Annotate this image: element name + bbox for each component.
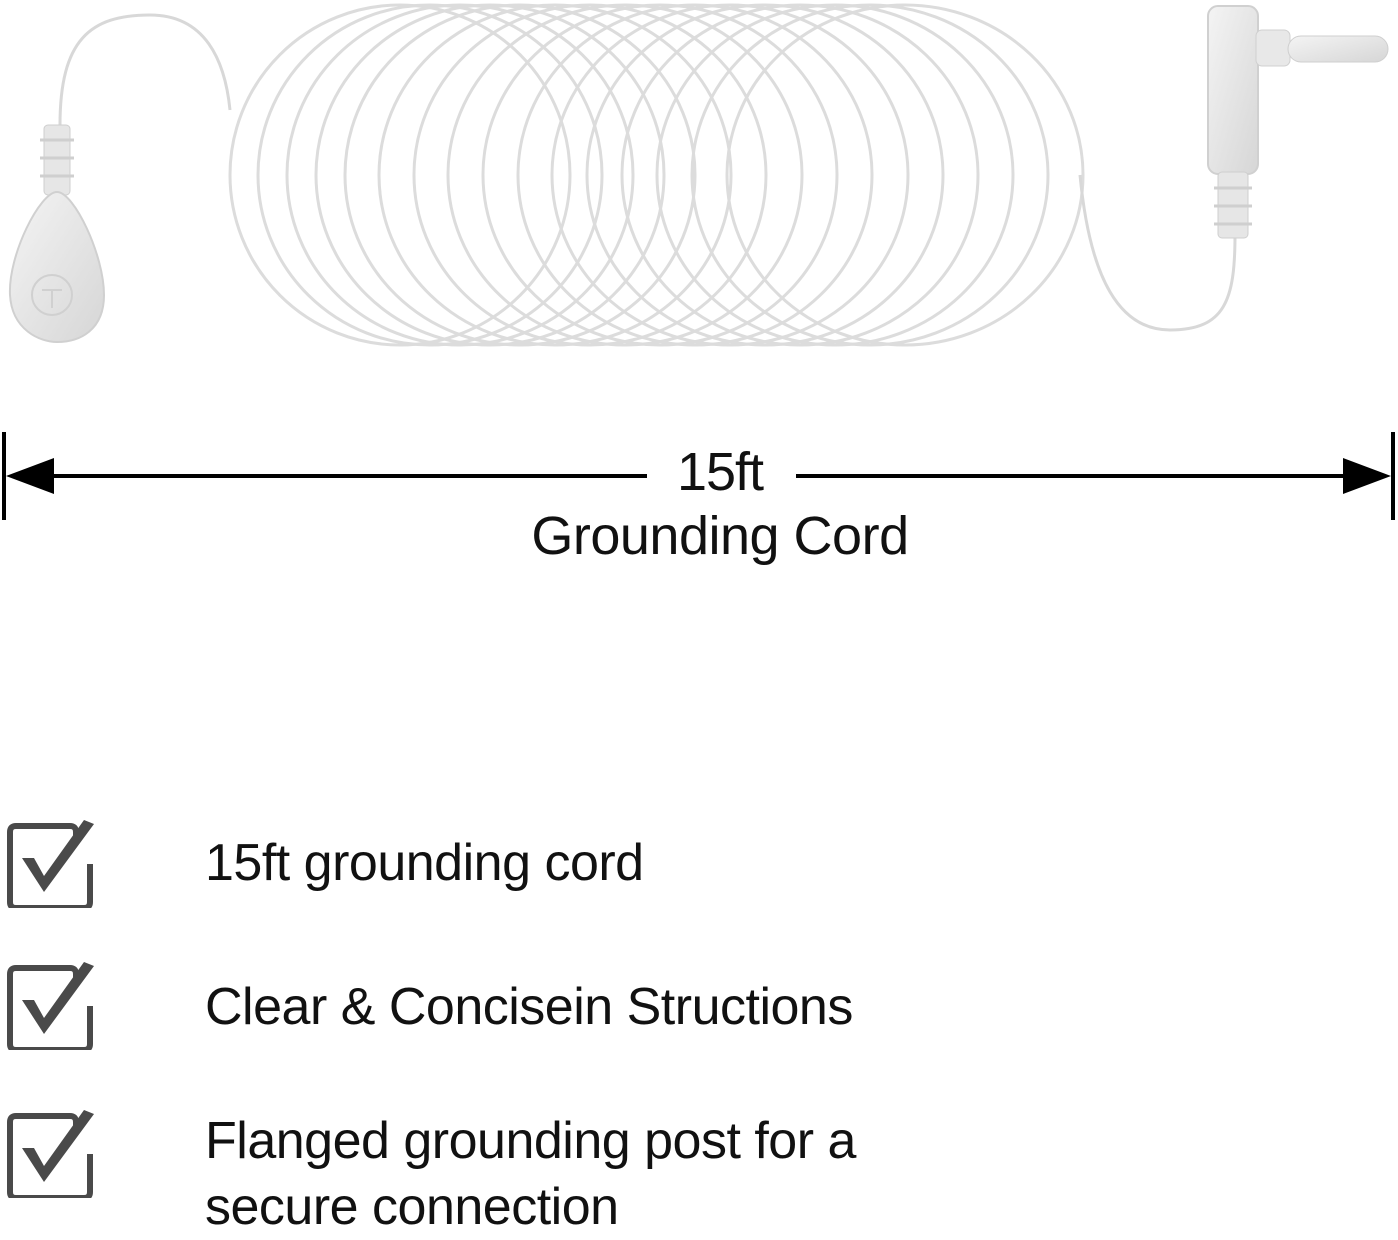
checkbox-checked-icon: [7, 962, 94, 1050]
cord-coils: [228, 3, 1085, 347]
snap-connector: [8, 124, 106, 344]
dimension-arrow: [2, 432, 1395, 520]
arrow-right-icon: [1343, 458, 1391, 494]
length-dimension: 15ft Grounding Cord: [0, 420, 1398, 566]
feature-text: 15ft grounding cord: [205, 834, 644, 892]
feature-text-line2: secure connection: [205, 1178, 619, 1236]
grounding-cord-illustration: [8, 3, 1389, 347]
length-label: Grounding Cord: [531, 506, 909, 566]
checkbox-checked-icon: [7, 820, 94, 908]
feature-text: Clear & Concisein Structions: [205, 978, 853, 1036]
arrow-left-icon: [6, 458, 54, 494]
plug-connector: [1207, 5, 1389, 239]
length-value: 15ft: [0, 442, 1398, 502]
checkbox-checked-icon: [7, 1110, 94, 1198]
feature-text-line1: Flanged grounding post for a: [205, 1112, 856, 1170]
